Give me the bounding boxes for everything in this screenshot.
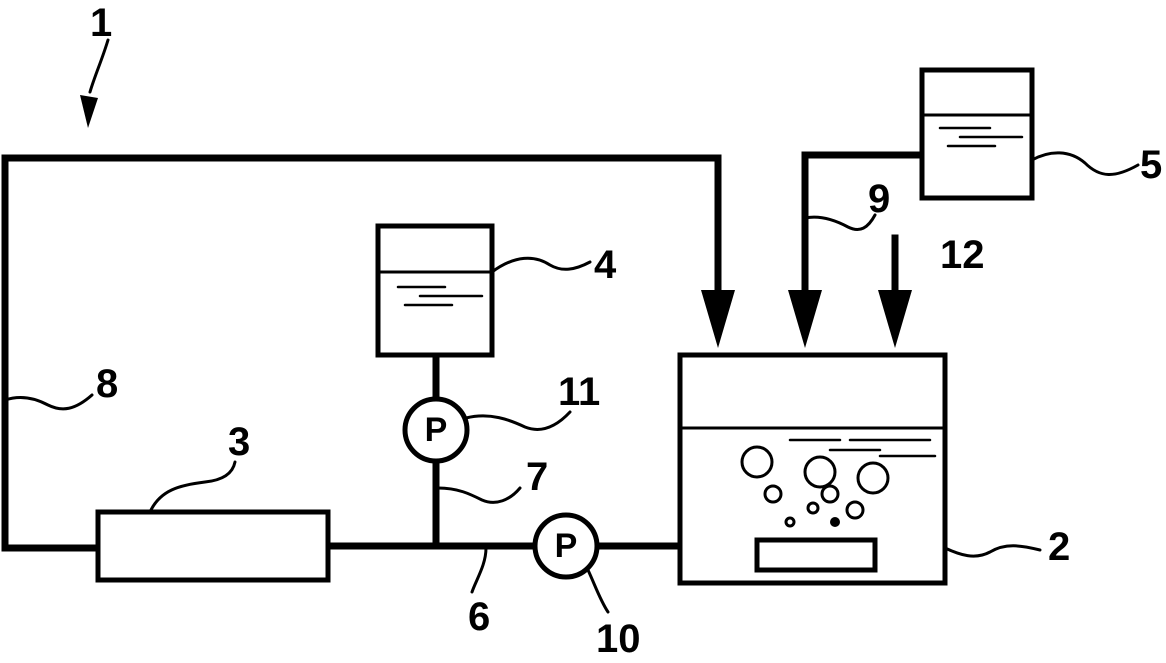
pump-11-symbol: P (425, 411, 448, 449)
line-9 (801, 151, 926, 304)
label-6: 6 (468, 595, 490, 639)
label-8: 8 (96, 362, 118, 406)
label-1: 1 (90, 1, 112, 45)
leader-8 (3, 393, 94, 411)
tank-5-liquid-ripples (938, 126, 1024, 148)
unit-3 (95, 509, 331, 583)
tank-5 (919, 67, 1035, 201)
label-12: 12 (940, 233, 985, 277)
pump-11: P (402, 396, 470, 464)
leader-4 (490, 256, 592, 274)
label-5: 5 (1140, 143, 1162, 187)
label-7: 7 (526, 455, 548, 499)
leader-5 (1030, 151, 1140, 176)
tank-4-liquid-ripples (396, 285, 484, 307)
label-4: 4 (594, 243, 617, 287)
pump-10: P (532, 512, 600, 580)
label-3: 3 (228, 420, 250, 464)
leader-10 (586, 568, 610, 614)
pump-10-symbol: P (555, 527, 578, 565)
arrow-head-line-8 (701, 290, 735, 348)
label-11: 11 (558, 370, 600, 414)
label-9: 9 (868, 177, 890, 221)
bath-2-bubbles (740, 445, 890, 528)
label-2: 2 (1048, 525, 1070, 569)
tank-4 (375, 223, 495, 358)
leader-11 (464, 410, 572, 431)
leader-3 (148, 460, 237, 514)
leader-9 (803, 213, 877, 231)
arrow-head-input-12 (878, 290, 912, 348)
line-8 (1, 154, 722, 552)
leader-1 (88, 38, 110, 94)
leader-2 (943, 544, 1042, 558)
arrow-head-line-9 (788, 290, 822, 348)
leader-7 (436, 486, 522, 504)
label-10: 10 (596, 617, 641, 661)
leader-1-arrowhead (80, 95, 98, 128)
bath-2-liquid-ripples (788, 438, 937, 458)
leader-6 (470, 546, 488, 594)
bath-2-inner-element (754, 537, 878, 573)
